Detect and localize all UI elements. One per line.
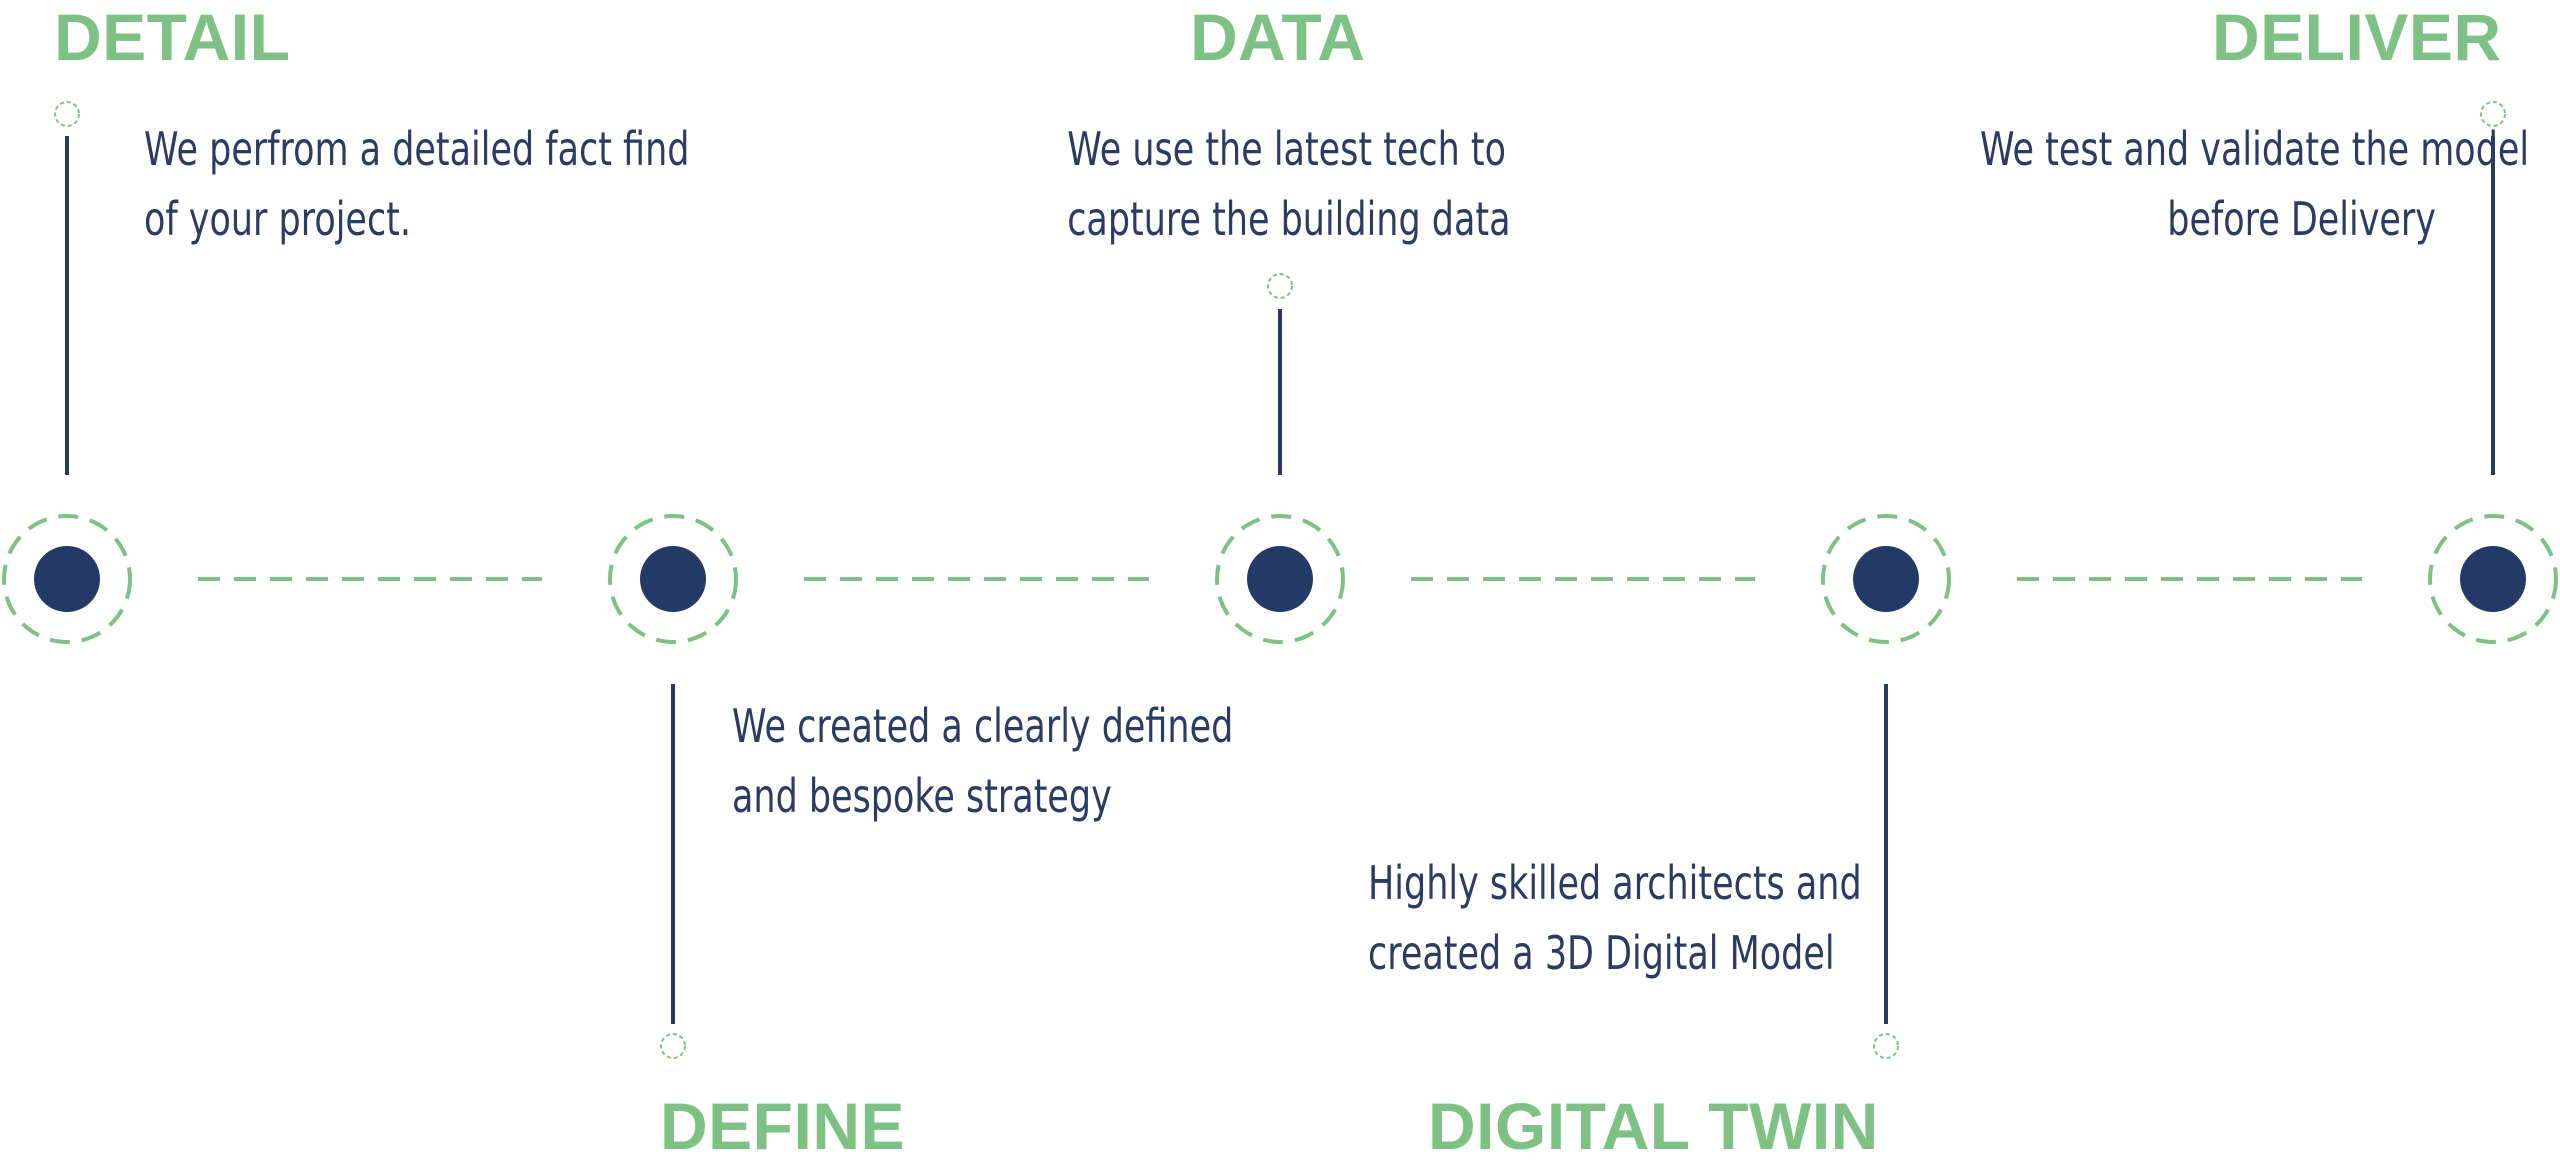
stem-marker <box>54 101 80 127</box>
step-description-define: We created a clearly defined and bespoke… <box>732 691 1233 831</box>
description-line: and bespoke strategy <box>732 769 1112 823</box>
stem-marker <box>1873 1033 1899 1059</box>
description-line: before Delivery <box>2167 192 2436 246</box>
step-description-detail: We perfrom a detailed fact find of your … <box>144 114 689 254</box>
step-title-detail: DETAIL <box>54 0 291 74</box>
node-dot <box>640 546 706 612</box>
stem-marker <box>1267 273 1293 299</box>
node-ring <box>2428 514 2558 644</box>
step-title-data: DATA <box>1190 0 1366 74</box>
stem-marker <box>660 1033 686 1059</box>
description-line: We test and validate the model <box>1980 122 2530 176</box>
node-ring <box>2 514 132 644</box>
step-title-digital-twin: DIGITAL TWIN <box>1428 1089 1879 1163</box>
timeline-nodes <box>2 514 2558 644</box>
description-line: capture the building data <box>1067 192 1511 246</box>
description-line: We use the latest tech to <box>1067 122 1507 176</box>
step-description-digital-twin: Highly skilled architects and created a … <box>1368 848 1862 988</box>
step-title-define: DEFINE <box>660 1089 906 1163</box>
node-dot <box>1247 546 1313 612</box>
timeline-stems <box>54 101 2506 1059</box>
node-ring <box>608 514 738 644</box>
step-title-deliver: DELIVER <box>2212 0 2502 74</box>
step-description-data: We use the latest tech to capture the bu… <box>1067 114 1511 254</box>
description-line: We created a clearly defined <box>732 699 1234 753</box>
node-dot <box>34 546 100 612</box>
stem-marker <box>2480 101 2506 127</box>
description-line: of your project. <box>144 192 411 246</box>
description-line: Highly skilled architects and <box>1368 856 1862 910</box>
step-description-deliver: We test and validate the model before De… <box>1980 114 2530 254</box>
node-dot <box>1853 546 1919 612</box>
description-line: created a 3D Digital Model <box>1368 926 1835 980</box>
node-ring <box>1821 514 1951 644</box>
description-line: We perfrom a detailed fact find <box>144 122 690 176</box>
node-dot <box>2460 546 2526 612</box>
node-ring <box>1215 514 1345 644</box>
